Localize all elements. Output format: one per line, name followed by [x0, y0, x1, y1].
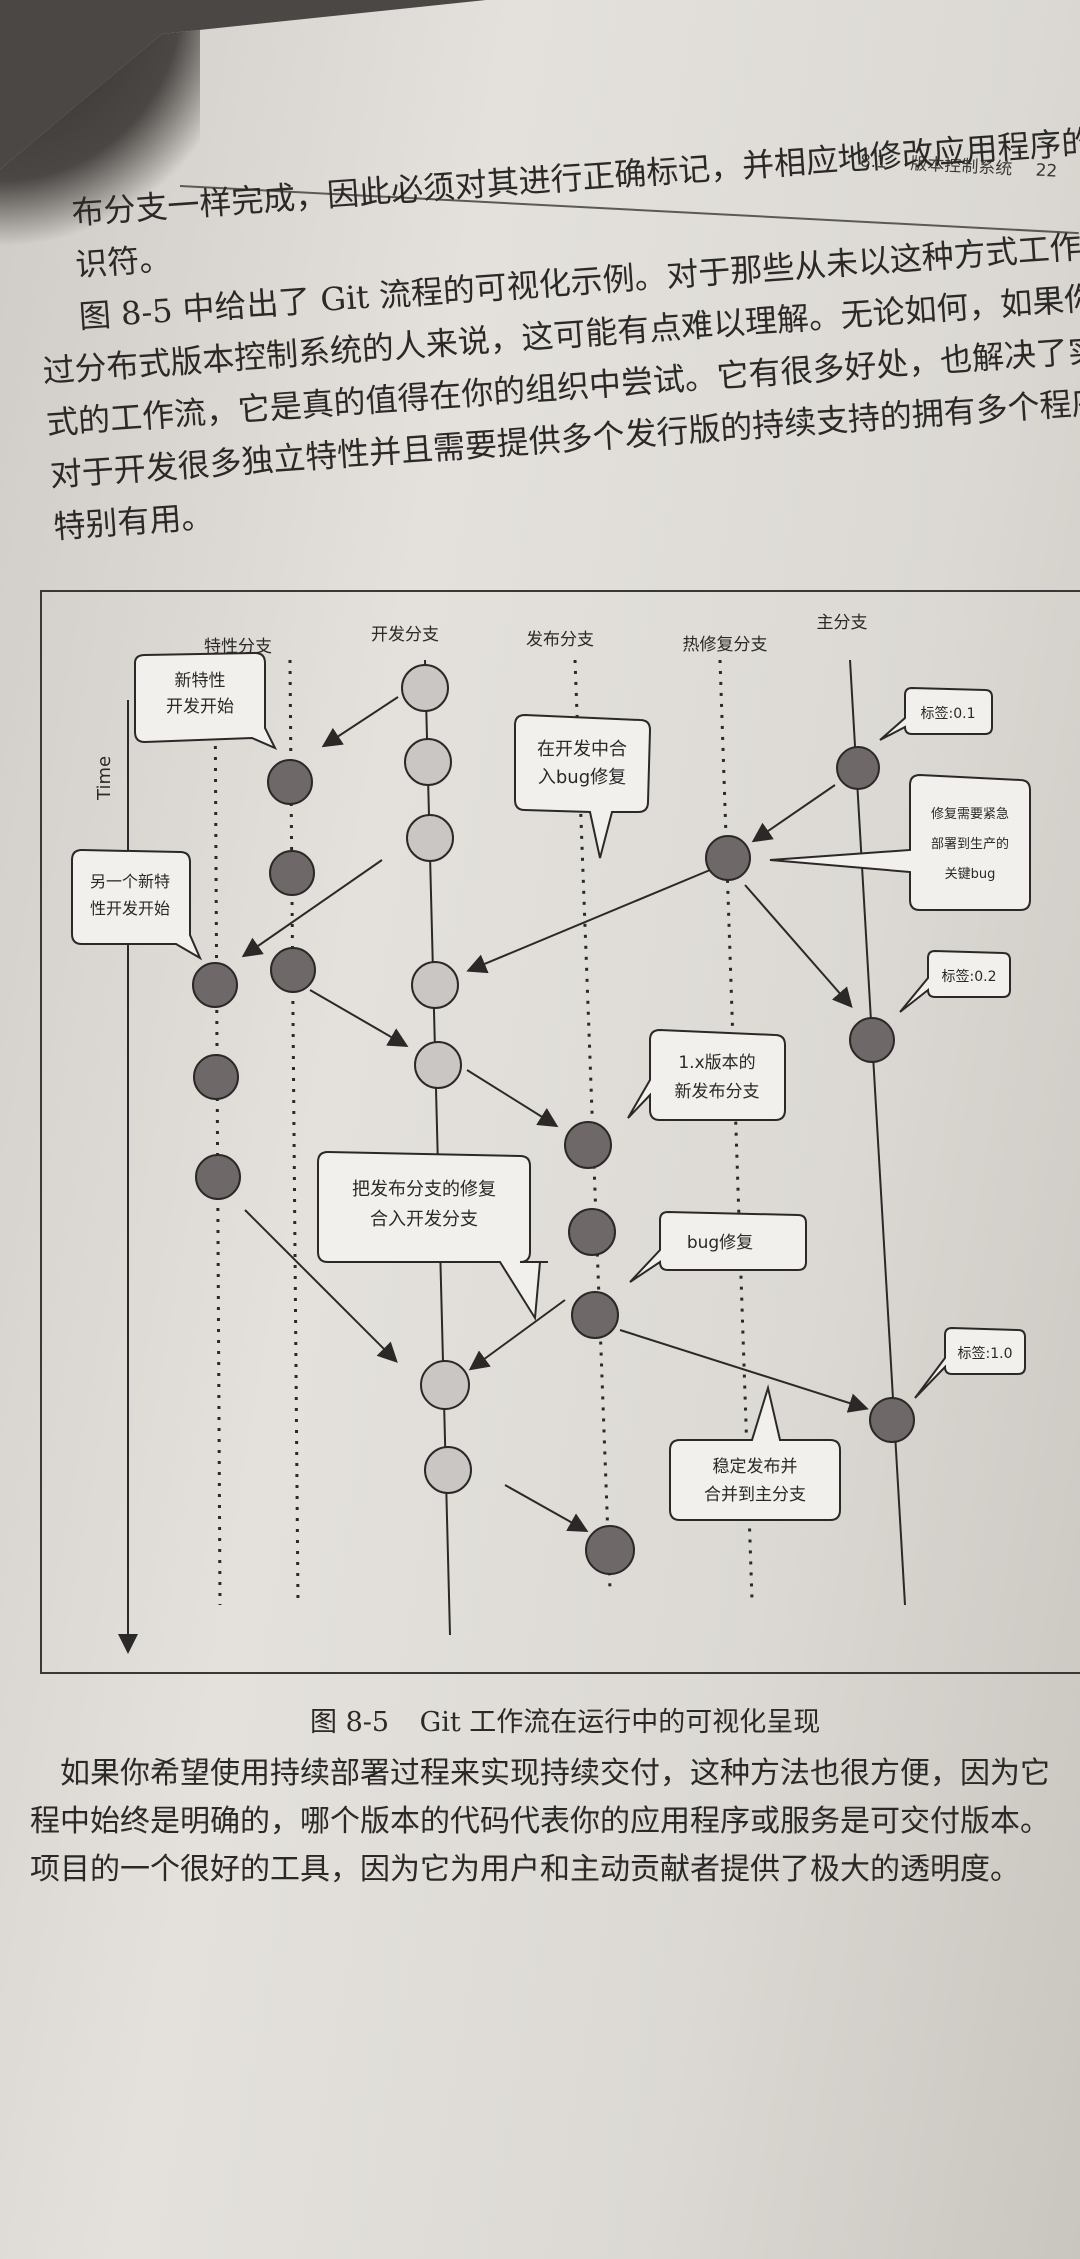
- commit-node: [585, 1525, 635, 1575]
- column-header-hotfix: 热修复分支: [683, 635, 768, 655]
- lane-release: [573, 659, 612, 1591]
- svg-text:修复需要紧急: 修复需要紧急: [931, 807, 1009, 822]
- svg-text:标签:1.0: 标签:1.0: [958, 1345, 1013, 1362]
- svg-text:1.x版本的: 1.x版本的: [678, 1053, 755, 1073]
- svg-text:稳定发布并: 稳定发布并: [713, 1457, 798, 1477]
- arrow-another-feature: [241, 859, 383, 958]
- figure-title: Git 工作流在运行中的可视化呈现: [419, 1707, 821, 1738]
- svg-text:合入开发分支: 合入开发分支: [370, 1209, 478, 1230]
- arrow-develop-to-release: [504, 1484, 589, 1532]
- svg-text:把发布分支的修复: 把发布分支的修复: [352, 1179, 496, 1200]
- svg-text:性开发开始: 性开发开始: [90, 899, 170, 918]
- text-line: 项目的一个很好的工具，因为它为用户和主动贡献者提供了极大的透明度。: [30, 1852, 1020, 1887]
- svg-text:bug修复: bug修复: [687, 1233, 753, 1253]
- svg-text:开发开始: 开发开始: [166, 697, 234, 717]
- figure-caption: 图 8-5 Git 工作流在运行中的可视化呈现: [310, 1700, 842, 1739]
- column-header-develop: 开发分支: [371, 625, 439, 645]
- arrow-feature-merge: [309, 989, 409, 1048]
- commit-node: [195, 1154, 241, 1200]
- tag-0-2: 标签:0.2: [899, 949, 1011, 1013]
- callout-bugfix: bug修复: [629, 1210, 807, 1283]
- commit-node: [411, 961, 459, 1009]
- commit-node: [193, 1054, 239, 1100]
- callout-merge-release: 把发布分支的修复 合入开发分支: [317, 1150, 548, 1322]
- paragraph-bottom: 如果你希望使用持续部署过程来实现持续交付，这种方法也很方便，因为它 程中始终是明…: [30, 1750, 1070, 1894]
- arrow-feature-to-develop: [244, 1209, 398, 1363]
- commit-node: [869, 1397, 915, 1443]
- commit-node: [420, 1360, 470, 1410]
- svg-text:入bug修复: 入bug修复: [538, 767, 626, 788]
- lane-feature-1: [213, 679, 222, 1606]
- commit-node: [571, 1291, 619, 1339]
- column-header-feature: 特性分支: [204, 637, 272, 657]
- figure-number: 图 8-5: [310, 1707, 390, 1738]
- callout-critical-bug: 修复需要紧急 部署到生产的 关键bug: [769, 773, 1031, 911]
- callout-feature-start: 新特性 开发开始: [134, 651, 278, 751]
- column-header-release: 发布分支: [526, 630, 594, 650]
- text-line: 如果你希望使用持续部署过程来实现持续交付，这种方法也很方便，因为它: [60, 1756, 1050, 1791]
- commit-node: [401, 664, 449, 712]
- commit-node: [267, 759, 313, 805]
- svg-text:在开发中合: 在开发中合: [537, 739, 627, 760]
- lane-master: [849, 659, 906, 1606]
- svg-text:新特性: 新特性: [175, 671, 226, 691]
- callout-stable-release: 稳定发布并 合并到主分支: [669, 1384, 841, 1521]
- arrow-release-to-develop: [468, 1299, 566, 1371]
- time-axis-label: Time: [94, 756, 115, 801]
- tag-0-1: 标签:0.1: [879, 686, 993, 741]
- commit-node: [404, 738, 452, 786]
- commit-node: [564, 1121, 612, 1169]
- arrow-hotfix-to-master: [744, 884, 853, 1009]
- arrow-hotfix-to-develop: [466, 869, 711, 974]
- commit-node: [270, 947, 316, 993]
- commit-node: [192, 962, 238, 1008]
- svg-text:标签:0.2: 标签:0.2: [942, 968, 997, 985]
- arrow-release-to-master: [619, 1329, 869, 1413]
- arrow-master-to-hotfix: [751, 784, 836, 843]
- svg-text:标签:0.1: 标签:0.1: [921, 705, 976, 722]
- commit-node: [269, 850, 315, 896]
- svg-text:部署到生产的: 部署到生产的: [931, 836, 1009, 852]
- svg-text:合并到主分支: 合并到主分支: [704, 1485, 806, 1505]
- arrow-release-branch: [466, 1069, 559, 1128]
- svg-text:另一个新特: 另一个新特: [90, 872, 170, 891]
- commit-node: [836, 746, 880, 790]
- commit-node: [424, 1446, 472, 1494]
- callout-merge-bugfix: 在开发中合 入bug修复: [514, 713, 652, 859]
- tag-1-0: 标签:1.0: [914, 1326, 1026, 1399]
- commit-node: [406, 814, 454, 862]
- figure-frame: [40, 590, 1080, 1674]
- svg-text:新发布分支: 新发布分支: [675, 1082, 760, 1102]
- svg-text:关键bug: 关键bug: [945, 867, 996, 882]
- column-header-master: 主分支: [817, 613, 868, 633]
- commit-node: [849, 1017, 895, 1063]
- commit-node: [705, 835, 751, 881]
- callout-release-branch: 1.x版本的 新发布分支: [627, 1028, 786, 1121]
- arrow-feature-branch: [321, 696, 399, 748]
- commit-node: [414, 1041, 462, 1089]
- callout-another-feature: 另一个新特 性开发开始: [71, 848, 203, 961]
- commit-node: [568, 1208, 616, 1256]
- text-line: 程中始终是明确的，哪个版本的代码代表你的应用程序或服务是可交付版本。: [30, 1804, 1050, 1839]
